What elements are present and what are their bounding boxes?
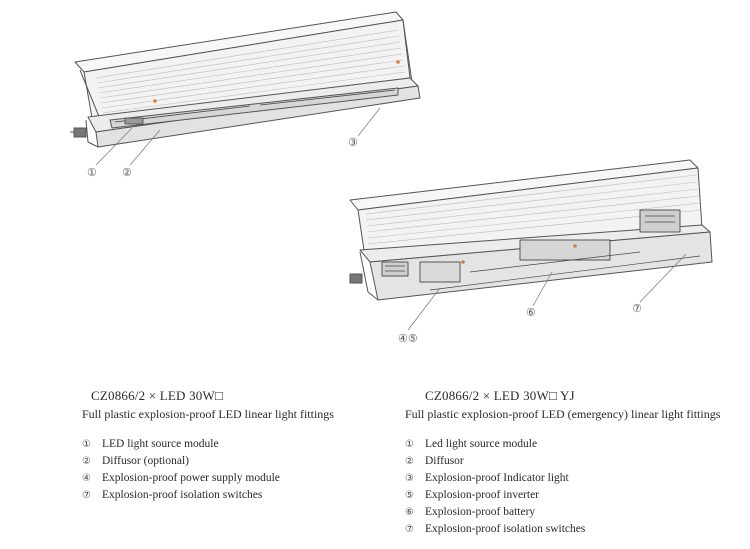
- bottom-fitting: [349, 159, 713, 301]
- callout-1-top: ①: [87, 166, 97, 179]
- right-model-title: CZ0866/2 × LED 30W□ YJ: [425, 388, 575, 403]
- list-item: ① LED light source module: [82, 436, 402, 453]
- callout-6-bottom: ⑥: [526, 306, 536, 319]
- list-item: ④ Explosion-proof power supply module: [82, 470, 402, 487]
- callout-45-bottom: ④⑤: [398, 332, 418, 345]
- list-item: ① Led light source module: [405, 436, 745, 453]
- item-label: Led light source module: [425, 438, 538, 450]
- item-number: ①: [82, 439, 91, 450]
- left-legend-panel: CZ0866/2 × LED 30W□ Full plastic explosi…: [82, 388, 402, 504]
- item-number: ①: [405, 439, 414, 450]
- item-number: ⑦: [82, 490, 91, 501]
- left-model-title: CZ0866/2 × LED 30W□: [91, 388, 223, 403]
- item-number: ⑦: [405, 524, 414, 535]
- list-item: ③ Explosion-proof Indicator light: [405, 470, 745, 487]
- list-item: ⑥ Explosion-proof battery: [405, 504, 745, 521]
- callout-3-top: ③: [348, 136, 358, 149]
- item-number: ④: [82, 473, 91, 484]
- item-label: Explosion-proof isolation switches: [425, 523, 586, 535]
- right-item-list: ① Led light source module ② Diffusor ③ Expl…: [405, 436, 745, 538]
- right-legend-panel: CZ0866/2 × LED 30W□ YJ Full plastic expl…: [405, 388, 745, 538]
- item-number: ②: [405, 456, 414, 467]
- right-description: Full plastic explosion-proof LED (emerge…: [405, 407, 721, 421]
- item-number: ②: [82, 456, 91, 467]
- callout-7-bottom: ⑦: [632, 302, 642, 315]
- item-label: Explosion-proof power supply module: [102, 472, 280, 484]
- list-item: ② Diffusor: [405, 453, 745, 470]
- item-number: ③: [405, 473, 414, 484]
- item-label: Explosion-proof inverter: [425, 489, 540, 501]
- item-number: ⑥: [405, 507, 414, 518]
- left-description: Full plastic explosion-proof LED linear …: [82, 407, 334, 421]
- list-item: ② Diffusor (optional): [82, 453, 402, 470]
- item-label: Diffusor: [425, 455, 464, 467]
- exploded-view-drawing: ① ② ③ ④⑤ ⑥ ⑦: [70, 11, 713, 345]
- item-label: Explosion-proof battery: [425, 506, 536, 518]
- item-label: Diffusor (optional): [102, 455, 189, 467]
- callout-2-top: ②: [122, 166, 132, 179]
- item-number: ⑤: [405, 490, 414, 501]
- item-label: Explosion-proof isolation switches: [102, 489, 263, 501]
- list-item: ⑦ Explosion-proof isolation switches: [82, 487, 402, 504]
- item-label: LED light source module: [102, 438, 219, 450]
- list-item: ⑤ Explosion-proof inverter: [405, 487, 745, 504]
- item-label: Explosion-proof Indicator light: [425, 472, 569, 484]
- left-item-list: ① LED light source module ② Diffusor (opti…: [82, 436, 402, 504]
- list-item: ⑦ Explosion-proof isolation switches: [405, 521, 745, 538]
- top-fitting: [70, 11, 421, 148]
